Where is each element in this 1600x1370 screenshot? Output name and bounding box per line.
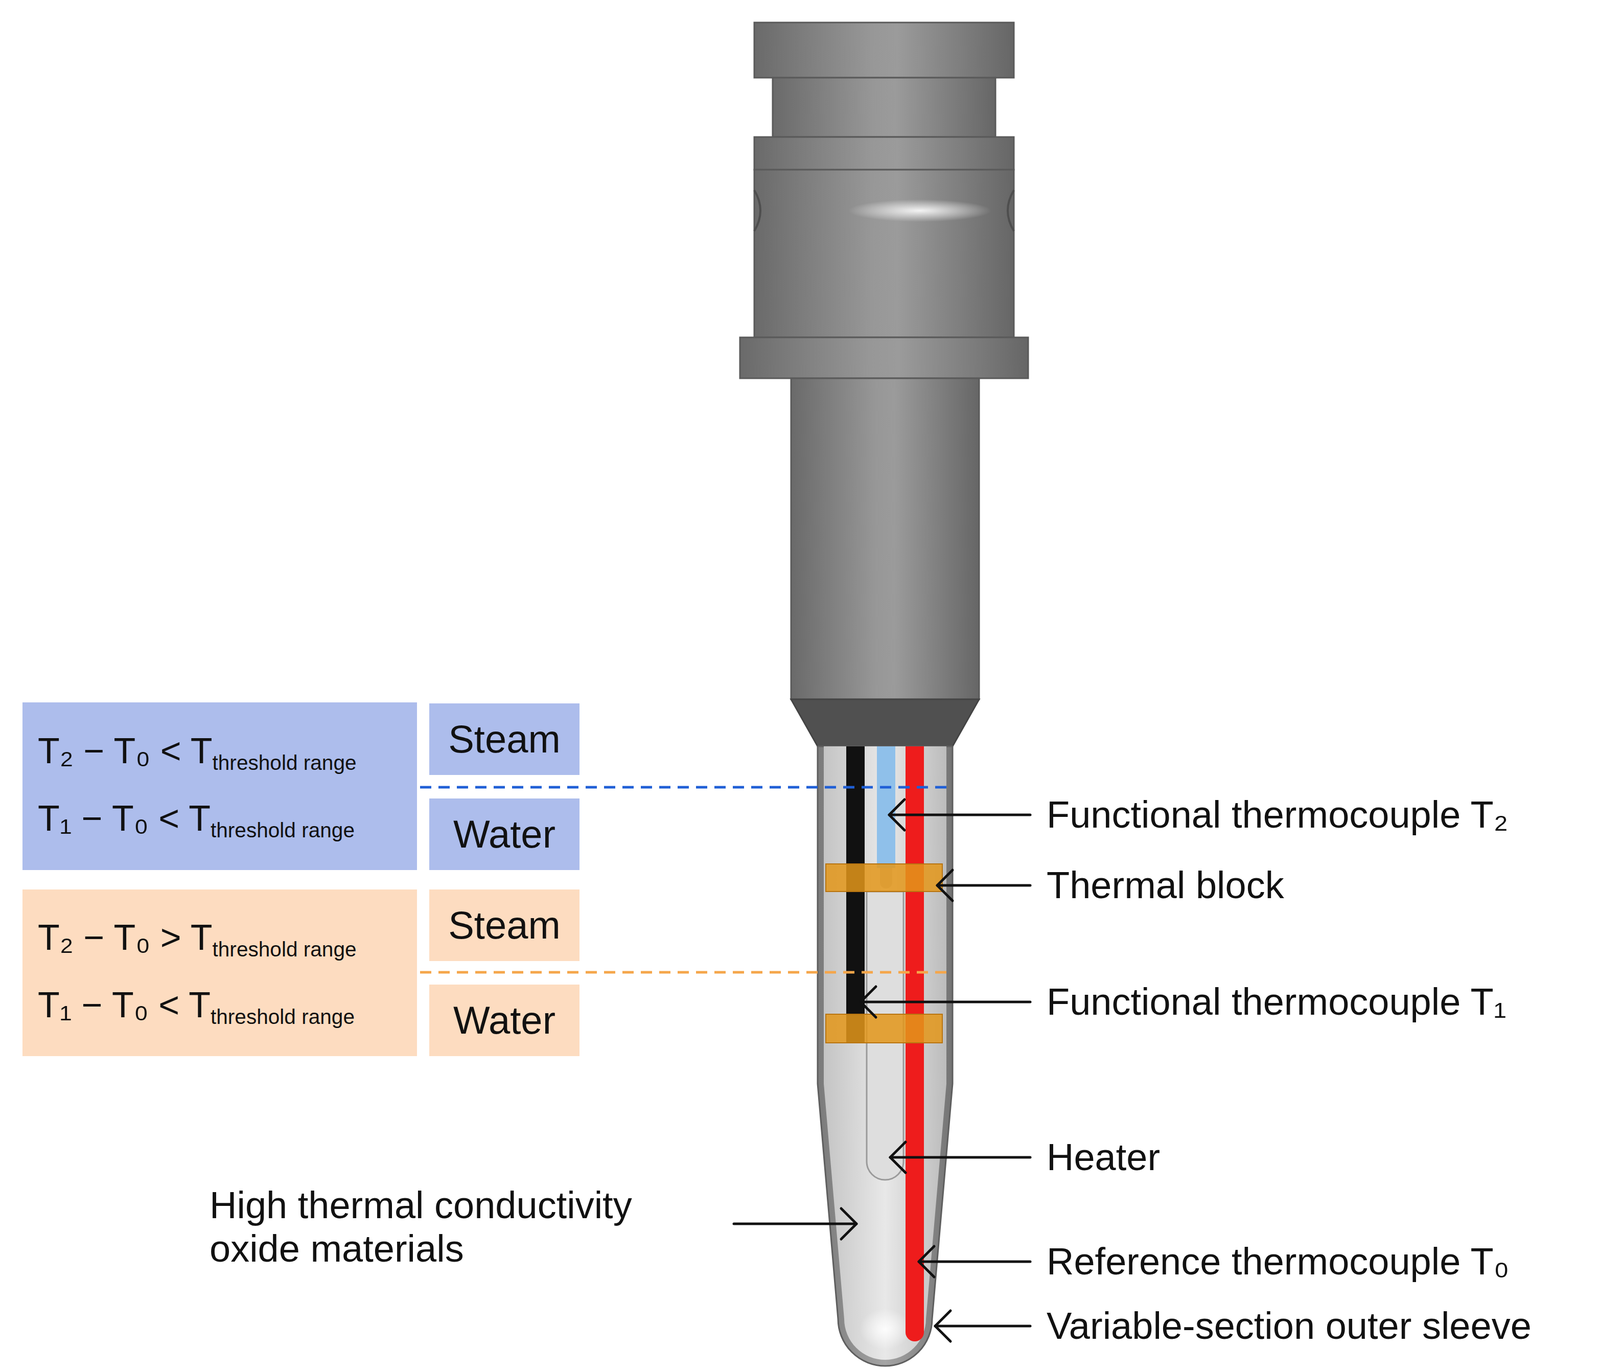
part-label: Heater bbox=[1046, 1134, 1161, 1179]
condition-panel: T₂ − T₀ > Tthreshold rangeT₁ − T₀ < Tthr… bbox=[22, 889, 417, 1056]
material-label: High thermal conductivity oxide material… bbox=[209, 1183, 721, 1270]
formula-main: T₁ − T₀ < T bbox=[37, 984, 211, 1025]
part-label: Variable-section outer sleeve bbox=[1046, 1303, 1532, 1348]
level-line bbox=[420, 970, 953, 974]
collar bbox=[754, 136, 1014, 170]
thermal-block bbox=[825, 1013, 943, 1043]
formula-subscript: threshold range bbox=[210, 818, 355, 842]
thermocouple-t2-wire bbox=[876, 746, 896, 868]
groove bbox=[754, 190, 1014, 231]
formula-subscript: threshold range bbox=[212, 750, 357, 775]
formula-subscript: threshold range bbox=[210, 1004, 355, 1029]
condition-formula: T₂ − T₀ > Tthreshold range bbox=[37, 915, 357, 962]
condition-formula: T₂ − T₀ < Tthreshold range bbox=[37, 729, 357, 776]
condition-formula: T₁ − T₀ < Tthreshold range bbox=[37, 796, 355, 843]
phase-box: Water bbox=[429, 984, 580, 1056]
phase-label: Steam bbox=[448, 715, 561, 762]
taper bbox=[791, 699, 980, 747]
formula-main: T₁ − T₀ < T bbox=[37, 798, 211, 839]
body bbox=[754, 169, 1014, 338]
formula-main: T₂ − T₀ > T bbox=[37, 917, 213, 958]
phase-box: Water bbox=[429, 798, 580, 870]
reference-thermocouple bbox=[905, 746, 924, 1341]
thermal-block bbox=[825, 863, 943, 892]
phase-box: Steam bbox=[429, 703, 580, 775]
phase-box: Steam bbox=[429, 889, 580, 961]
level-line bbox=[420, 785, 953, 789]
leader-arrows bbox=[733, 799, 1031, 1341]
part-label: Functional thermocouple T₂ bbox=[1046, 792, 1509, 837]
formula-subscript: threshold range bbox=[212, 937, 357, 961]
phase-label: Water bbox=[453, 810, 556, 857]
part-label: Functional thermocouple T₁ bbox=[1046, 979, 1507, 1024]
flange bbox=[739, 337, 1029, 379]
stem bbox=[791, 378, 980, 700]
part-label: Reference thermocouple T₀ bbox=[1046, 1239, 1510, 1283]
oxide-filler bbox=[823, 746, 947, 1360]
formula-main: T₂ − T₀ < T bbox=[37, 730, 213, 771]
part-label: Thermal block bbox=[1046, 863, 1285, 907]
thermocouple-t1-wire bbox=[846, 746, 865, 1043]
neck bbox=[772, 77, 996, 137]
condition-formula: T₁ − T₀ < Tthreshold range bbox=[37, 983, 355, 1030]
phase-label: Steam bbox=[448, 901, 561, 948]
groove-shine bbox=[848, 199, 992, 222]
cap bbox=[754, 22, 1014, 78]
outer-sleeve bbox=[817, 746, 953, 1366]
tip-shine bbox=[859, 1308, 911, 1350]
condition-panel: T₂ − T₀ < Tthreshold rangeT₁ − T₀ < Tthr… bbox=[22, 702, 417, 870]
phase-label: Water bbox=[453, 996, 556, 1043]
